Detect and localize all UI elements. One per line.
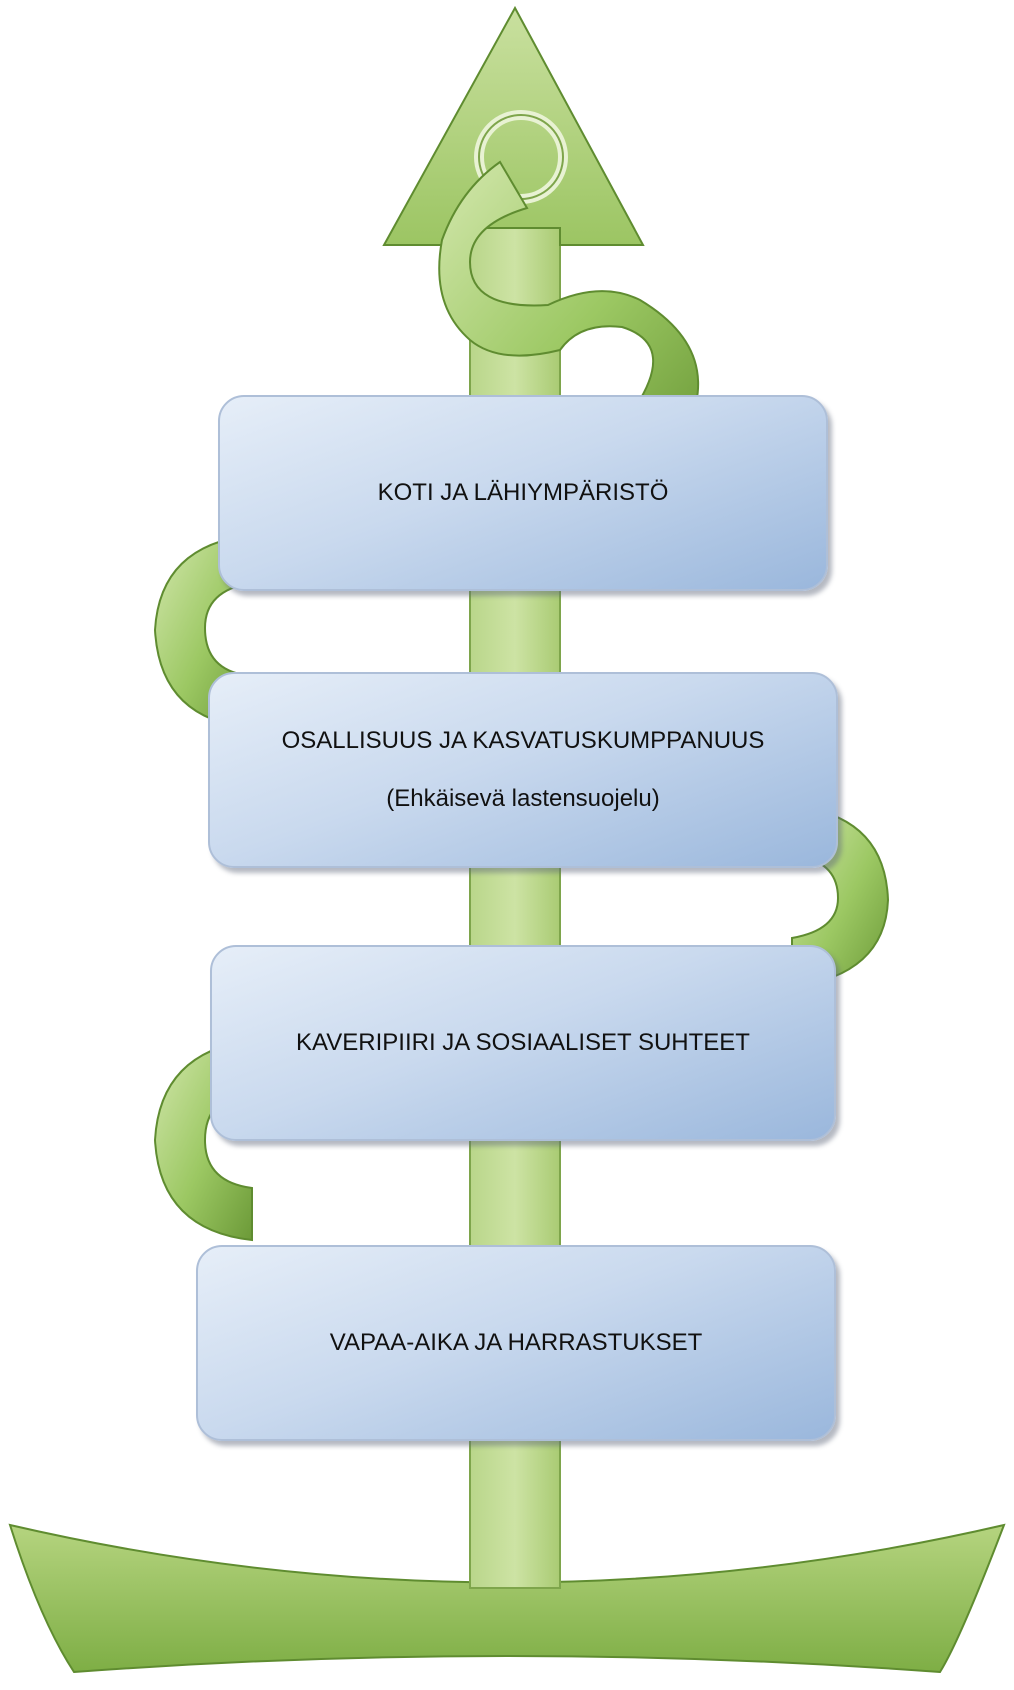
box-vapaa-aika: VAPAA-AIKA JA HARRASTUKSET <box>196 1245 836 1441</box>
box-kaveripiiri-label: KAVERIPIIRI JA SOSIAALISET SUHTEET <box>296 1029 750 1056</box>
box-osallisuus-sublabel: (Ehkäisevä lastensuojelu) <box>386 785 660 812</box>
box-koti: KOTI JA LÄHIYMPÄRISTÖ <box>218 395 828 591</box>
top-hook <box>438 160 700 464</box>
box-osallisuus-label: OSALLISUUS JA KASVATUSKUMPPANUUS <box>281 727 765 754</box>
box-kaveripiiri: KAVERIPIIRI JA SOSIAALISET SUHTEET <box>210 945 836 1141</box>
box-koti-label: KOTI JA LÄHIYMPÄRISTÖ <box>377 479 669 506</box>
arrow-head <box>382 5 645 246</box>
box-osallisuus: OSALLISUUS JA KASVATUSKUMPPANUUS (Ehkäis… <box>208 672 838 868</box>
box-vapaa-aika-label: VAPAA-AIKA JA HARRASTUKSET <box>329 1329 703 1356</box>
